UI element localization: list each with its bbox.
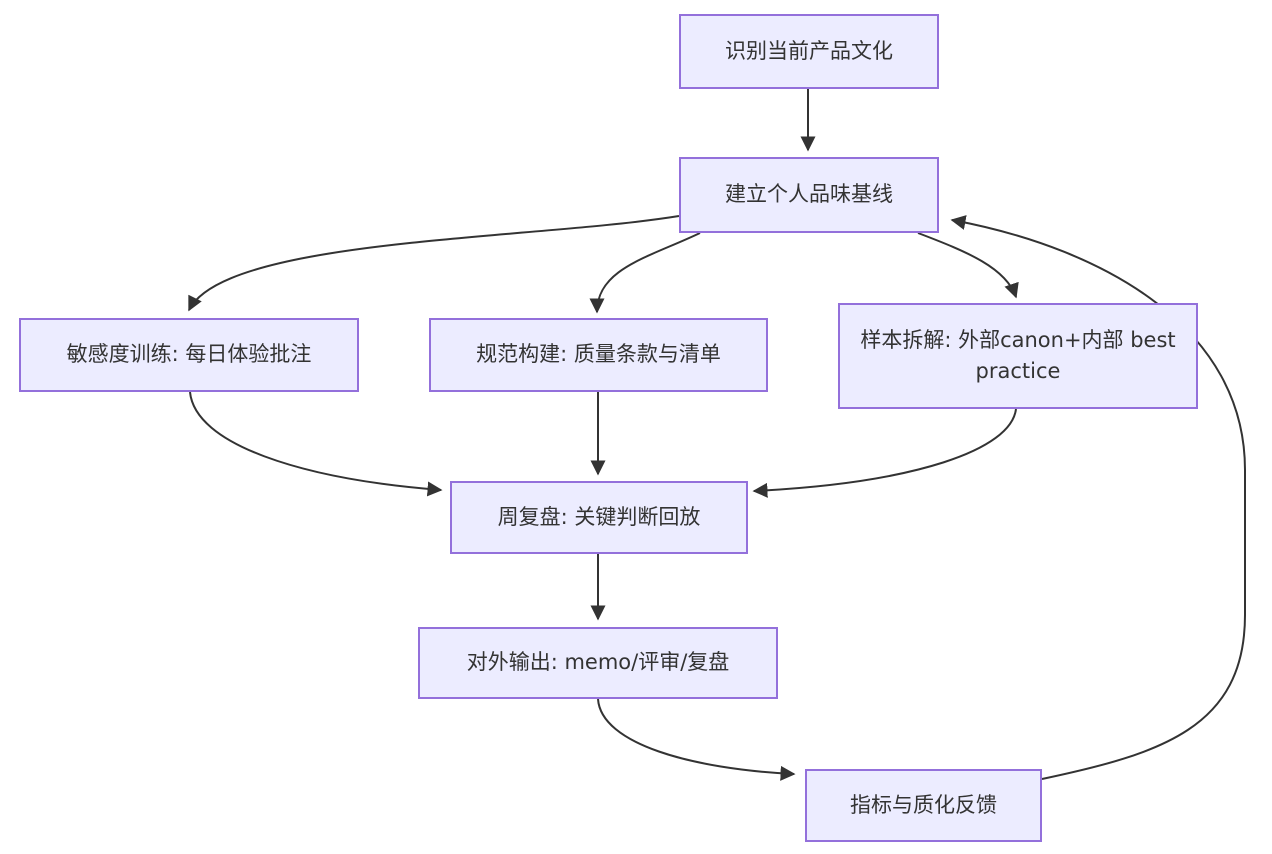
node-identify-culture: 识别当前产品文化 [679, 14, 939, 89]
edge-output-to-metrics [597, 698, 796, 781]
node-taste-baseline: 建立个人品味基线 [679, 157, 939, 233]
node-metrics-feedback: 指标与质化反馈 [805, 769, 1042, 842]
edge-sensitivity-to-review [189, 391, 443, 497]
edge-baseline-to-sensitivity [188, 215, 680, 312]
node-sample-breakdown: 样本拆解: 外部canon+内部 best practice [838, 303, 1198, 409]
node-external-output: 对外输出: memo/评审/复盘 [418, 627, 778, 699]
edge-metrics-to-baseline [950, 215, 1246, 780]
node-weekly-review: 周复盘: 关键判断回放 [450, 481, 748, 554]
node-spec-building: 规范构建: 质量条款与清单 [429, 318, 768, 392]
node-sensitivity-training: 敏感度训练: 每日体验批注 [19, 318, 359, 392]
edge-baseline-to-spec [589, 232, 701, 314]
edge-baseline-to-sample [917, 232, 1019, 299]
edge-sample-to-review [752, 408, 1017, 498]
